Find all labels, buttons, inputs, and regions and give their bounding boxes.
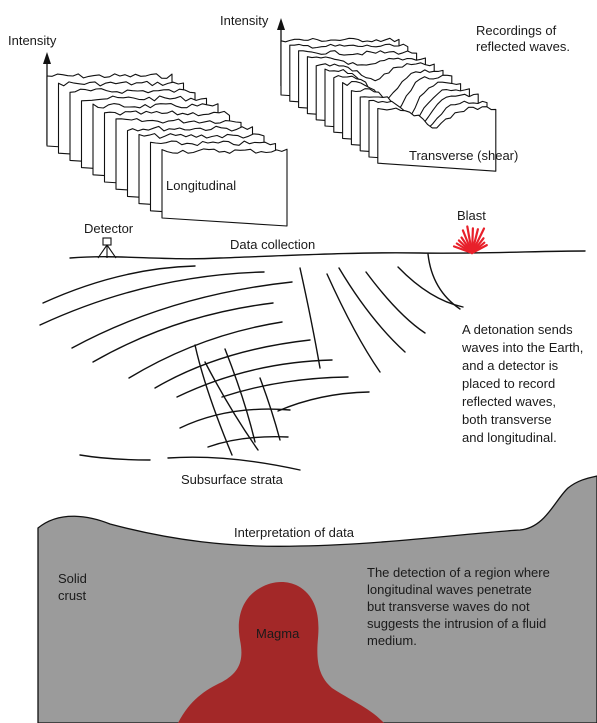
- detector-label: Detector: [84, 221, 134, 236]
- description-line: both transverse: [462, 412, 552, 427]
- reflected-wave-arcs: [39, 253, 464, 471]
- solid-crust-region: [37, 475, 597, 723]
- description-line: placed to record: [462, 376, 555, 391]
- left-intensity-label: Intensity: [8, 33, 57, 48]
- interpretation-label: Interpretation of data: [234, 525, 355, 540]
- detection-description: The detection of a region where longitud…: [367, 565, 550, 648]
- description-line: waves into the Earth,: [461, 340, 583, 355]
- longitudinal-caption: Longitudinal: [166, 178, 236, 193]
- longitudinal-waveforms: [46, 73, 288, 227]
- blast-burst-icon: [452, 225, 488, 255]
- magma-label: Magma: [256, 626, 300, 641]
- blast-label: Blast: [457, 208, 486, 223]
- detection-line: but transverse waves do not: [367, 599, 530, 614]
- detector-icon: [97, 237, 117, 259]
- detection-line: longitudinal waves penetrate: [367, 582, 532, 597]
- solid-crust-label-line1: Solid: [58, 571, 87, 586]
- detection-line: suggests the intrusion of a fluid: [367, 616, 546, 631]
- detection-line: The detection of a region where: [367, 565, 550, 580]
- recordings-label-line2: reflected waves.: [476, 39, 570, 54]
- detonation-description: A detonation sends waves into the Earth,…: [461, 322, 583, 445]
- data-collection-label: Data collection: [230, 237, 315, 252]
- transverse-waveforms: [280, 37, 497, 172]
- description-line: A detonation sends: [462, 322, 573, 337]
- interpretation-panel: [37, 475, 597, 723]
- longitudinal-recordings: [43, 52, 288, 227]
- magma-region: [178, 582, 384, 723]
- waveform-trace: [161, 148, 288, 227]
- waveform-trace: [377, 106, 497, 172]
- data-collection-panel: [39, 225, 586, 471]
- description-line: and longitudinal.: [462, 430, 557, 445]
- recordings-label-line1: Recordings of: [476, 23, 557, 38]
- right-intensity-label: Intensity: [220, 13, 269, 28]
- transverse-recordings: [277, 18, 497, 172]
- left-axis-arrowhead: [43, 52, 51, 64]
- transverse-caption: Transverse (shear): [409, 148, 518, 163]
- ground-surface-line: [69, 250, 586, 260]
- solid-crust-label-line2: crust: [58, 588, 87, 603]
- detection-line: medium.: [367, 633, 417, 648]
- description-line: and a detector is: [462, 358, 559, 373]
- description-line: reflected waves,: [462, 394, 556, 409]
- right-axis-arrowhead: [277, 18, 285, 30]
- subsurface-strata-label: Subsurface strata: [181, 472, 284, 487]
